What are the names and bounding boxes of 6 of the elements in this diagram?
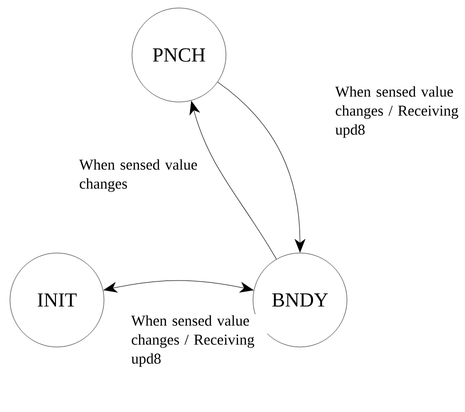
arrow [190,101,277,260]
edge-label: When sensed value changes [78,158,206,193]
edge-label: When sensed value changes / Receiving upd8 [130,314,268,368]
edge-label: When sensed value changes / Receiving upd8 [334,85,465,139]
arrow [217,82,306,252]
arrow [104,280,254,293]
